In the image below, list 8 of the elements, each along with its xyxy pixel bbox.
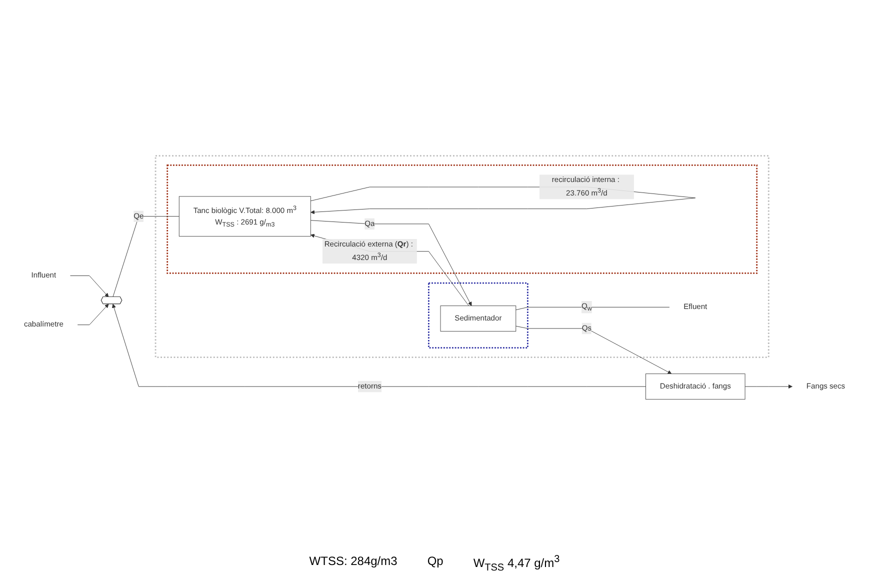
- connector: [112, 216, 180, 298]
- flow-label: WTSS: 284g/m3: [309, 554, 398, 570]
- connector: [516, 307, 670, 310]
- cluster: [154, 155, 770, 358]
- cluster: [166, 164, 758, 274]
- cluster: [428, 282, 528, 349]
- flow-label: W$_{TSS}$ 4,47 g/m$^{3}$: [473, 554, 560, 573]
- flow-label: Qp: [427, 554, 444, 570]
